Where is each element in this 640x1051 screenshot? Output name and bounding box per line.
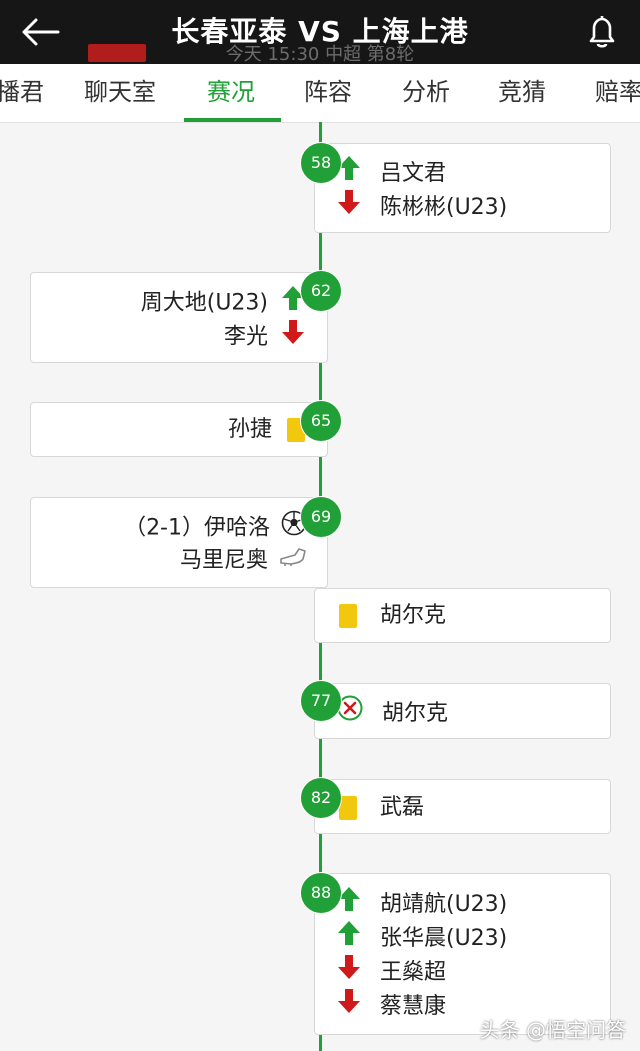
player-name: 张华晨(U23) — [380, 925, 508, 951]
player-name: 胡尔克 — [382, 700, 449, 726]
player-name: 胡靖航(U23) — [380, 891, 508, 917]
sub-in-arrow-icon — [337, 886, 361, 923]
sub-out-arrow-icon — [281, 319, 305, 356]
bell-icon — [589, 16, 615, 48]
missed-penalty-icon — [337, 695, 363, 732]
match-info-subline: 今天 15:30 中超 第8轮 — [225, 44, 415, 65]
player-name: 武磊 — [380, 795, 425, 820]
tab-chatroom[interactable]: 聊天室 — [84, 78, 156, 106]
tab-analysis[interactable]: 分析 — [402, 78, 450, 106]
home-team-logo — [88, 44, 146, 62]
event-card: 胡尔克 — [314, 683, 611, 739]
yellow-card-icon — [339, 796, 357, 820]
event-card: 周大地(U23) 李光 — [30, 272, 328, 363]
minute-badge: 82 — [300, 777, 342, 819]
player-name: 胡尔克 — [380, 603, 447, 628]
active-tab-indicator — [184, 118, 281, 122]
tab-broadcast[interactable]: 播君 — [0, 78, 44, 106]
back-arrow-icon — [22, 18, 60, 46]
sub-in-arrow-icon — [337, 155, 361, 192]
tab-prediction[interactable]: 竞猜 — [498, 78, 546, 106]
notification-button[interactable] — [580, 12, 624, 52]
sub-in-arrow-icon — [337, 920, 361, 957]
player-name: 孙捷 — [227, 417, 272, 442]
assist-player-name: 马里尼奥 — [179, 548, 268, 573]
goal-score-and-scorer: （2-1）伊哈洛 — [124, 515, 270, 541]
event-card: 吕文君 陈彬彬(U23) — [314, 143, 611, 233]
tab-lineup[interactable]: 阵容 — [304, 78, 352, 106]
minute-badge: 88 — [300, 872, 342, 914]
player-name: 李光 — [223, 324, 268, 350]
event-card: 胡靖航(U23) 张华晨(U23) 王燊超 蔡慧康 — [314, 873, 611, 1035]
tab-match-events[interactable]: 赛况 — [207, 78, 255, 106]
player-name: 吕文君 — [380, 160, 447, 186]
match-title: 长春亚泰 VS 上海上港 — [171, 15, 469, 48]
yellow-card-icon — [339, 604, 357, 628]
sub-out-arrow-icon — [337, 189, 361, 226]
event-card: （2-1）伊哈洛 马里尼奥 — [30, 497, 328, 588]
event-card: 胡尔克 — [314, 588, 611, 643]
sub-in-arrow-icon — [281, 285, 305, 322]
event-card: 武磊 — [314, 779, 611, 834]
player-name: 蔡慧康 — [380, 993, 447, 1019]
watermark: 头条 @悟空问答 — [479, 1018, 626, 1042]
minute-badge: 77 — [300, 680, 342, 722]
minute-badge: 65 — [300, 400, 342, 442]
minute-badge: 62 — [300, 270, 342, 312]
sub-out-arrow-icon — [337, 954, 361, 991]
player-name: 王燊超 — [380, 959, 447, 985]
assist-boot-icon — [279, 544, 307, 578]
player-name: 陈彬彬(U23) — [380, 194, 508, 220]
minute-badge: 58 — [300, 142, 342, 184]
sub-out-arrow-icon — [337, 988, 361, 1025]
tab-odds[interactable]: 赔率 — [595, 78, 640, 106]
tab-bar: 播君 聊天室 赛况 阵容 分析 竞猜 赔率 — [0, 64, 640, 123]
minute-badge: 69 — [300, 496, 342, 538]
top-app-bar: 今天 15:30 中超 第8轮 长春亚泰 VS 上海上港 — [0, 0, 640, 65]
back-button[interactable] — [18, 12, 62, 52]
event-card: 孙捷 — [30, 402, 328, 457]
player-name: 周大地(U23) — [140, 290, 268, 316]
